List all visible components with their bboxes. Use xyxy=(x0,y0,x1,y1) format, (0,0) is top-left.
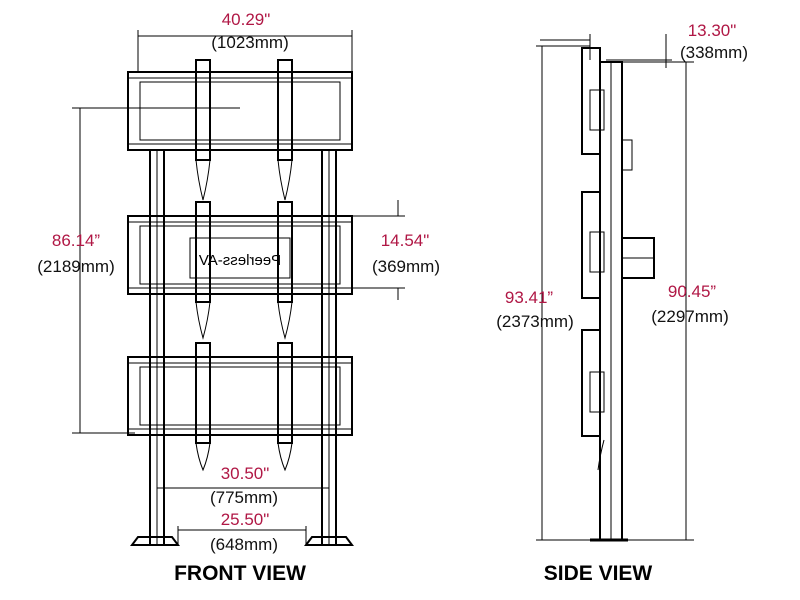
mount-tier-top xyxy=(127,59,353,201)
mount-tier-bottom xyxy=(127,342,353,472)
dim-base-width: 25.50" (648mm) xyxy=(177,510,307,554)
dim-panel-spacing: 14.54" (369mm) xyxy=(350,200,440,300)
dim-overall-height: 93.41” (2373mm) xyxy=(496,45,590,541)
dim-upright-spacing: 30.50" (775mm) xyxy=(157,464,329,507)
depth-value: 13.30" xyxy=(688,21,737,40)
upright-height-metric: (2297mm) xyxy=(651,307,728,326)
panel-spacing-value: 14.54" xyxy=(381,231,430,250)
panel-spacing-metric: (369mm) xyxy=(372,257,440,276)
dim-depth: 13.30" (338mm) xyxy=(540,21,748,68)
side-mount-brackets xyxy=(581,47,605,471)
depth-metric: (338mm) xyxy=(680,43,748,62)
dim-height: 86.14” (2189mm) xyxy=(37,107,240,434)
base-width-metric: (648mm) xyxy=(210,535,278,554)
height-metric: (2189mm) xyxy=(37,257,114,276)
mount-tier-middle xyxy=(127,201,353,340)
upright-spacing-value: 30.50" xyxy=(221,464,270,483)
base-width-value: 25.50" xyxy=(221,510,270,529)
front-view: Peerless-AV 40.29" (1023mm) 86.14” (2189… xyxy=(37,10,440,585)
side-view-title: SIDE VIEW xyxy=(544,562,653,585)
brand-logo-mirrored: Peerless-AV xyxy=(199,252,281,269)
dim-overall-width: 40.29" (1023mm) xyxy=(137,10,353,72)
side-view: 13.30" (338mm) 93.41” (2373mm) 90.45” (2… xyxy=(496,21,748,585)
front-view-title: FRONT VIEW xyxy=(174,562,306,585)
overall-height-metric: (2373mm) xyxy=(496,312,573,331)
side-upright xyxy=(590,61,628,542)
dim-upright-height: 90.45” (2297mm) xyxy=(622,61,729,541)
overall-height-value: 93.41” xyxy=(505,288,554,307)
overall-width-metric: (1023mm) xyxy=(211,33,288,52)
side-rear-support xyxy=(621,139,655,279)
front-base-feet xyxy=(130,536,354,546)
height-value: 86.14” xyxy=(52,231,101,250)
overall-width-value: 40.29" xyxy=(222,10,271,29)
front-uprights xyxy=(149,149,337,546)
upright-spacing-metric: (775mm) xyxy=(210,488,278,507)
upright-height-value: 90.45” xyxy=(668,282,717,301)
